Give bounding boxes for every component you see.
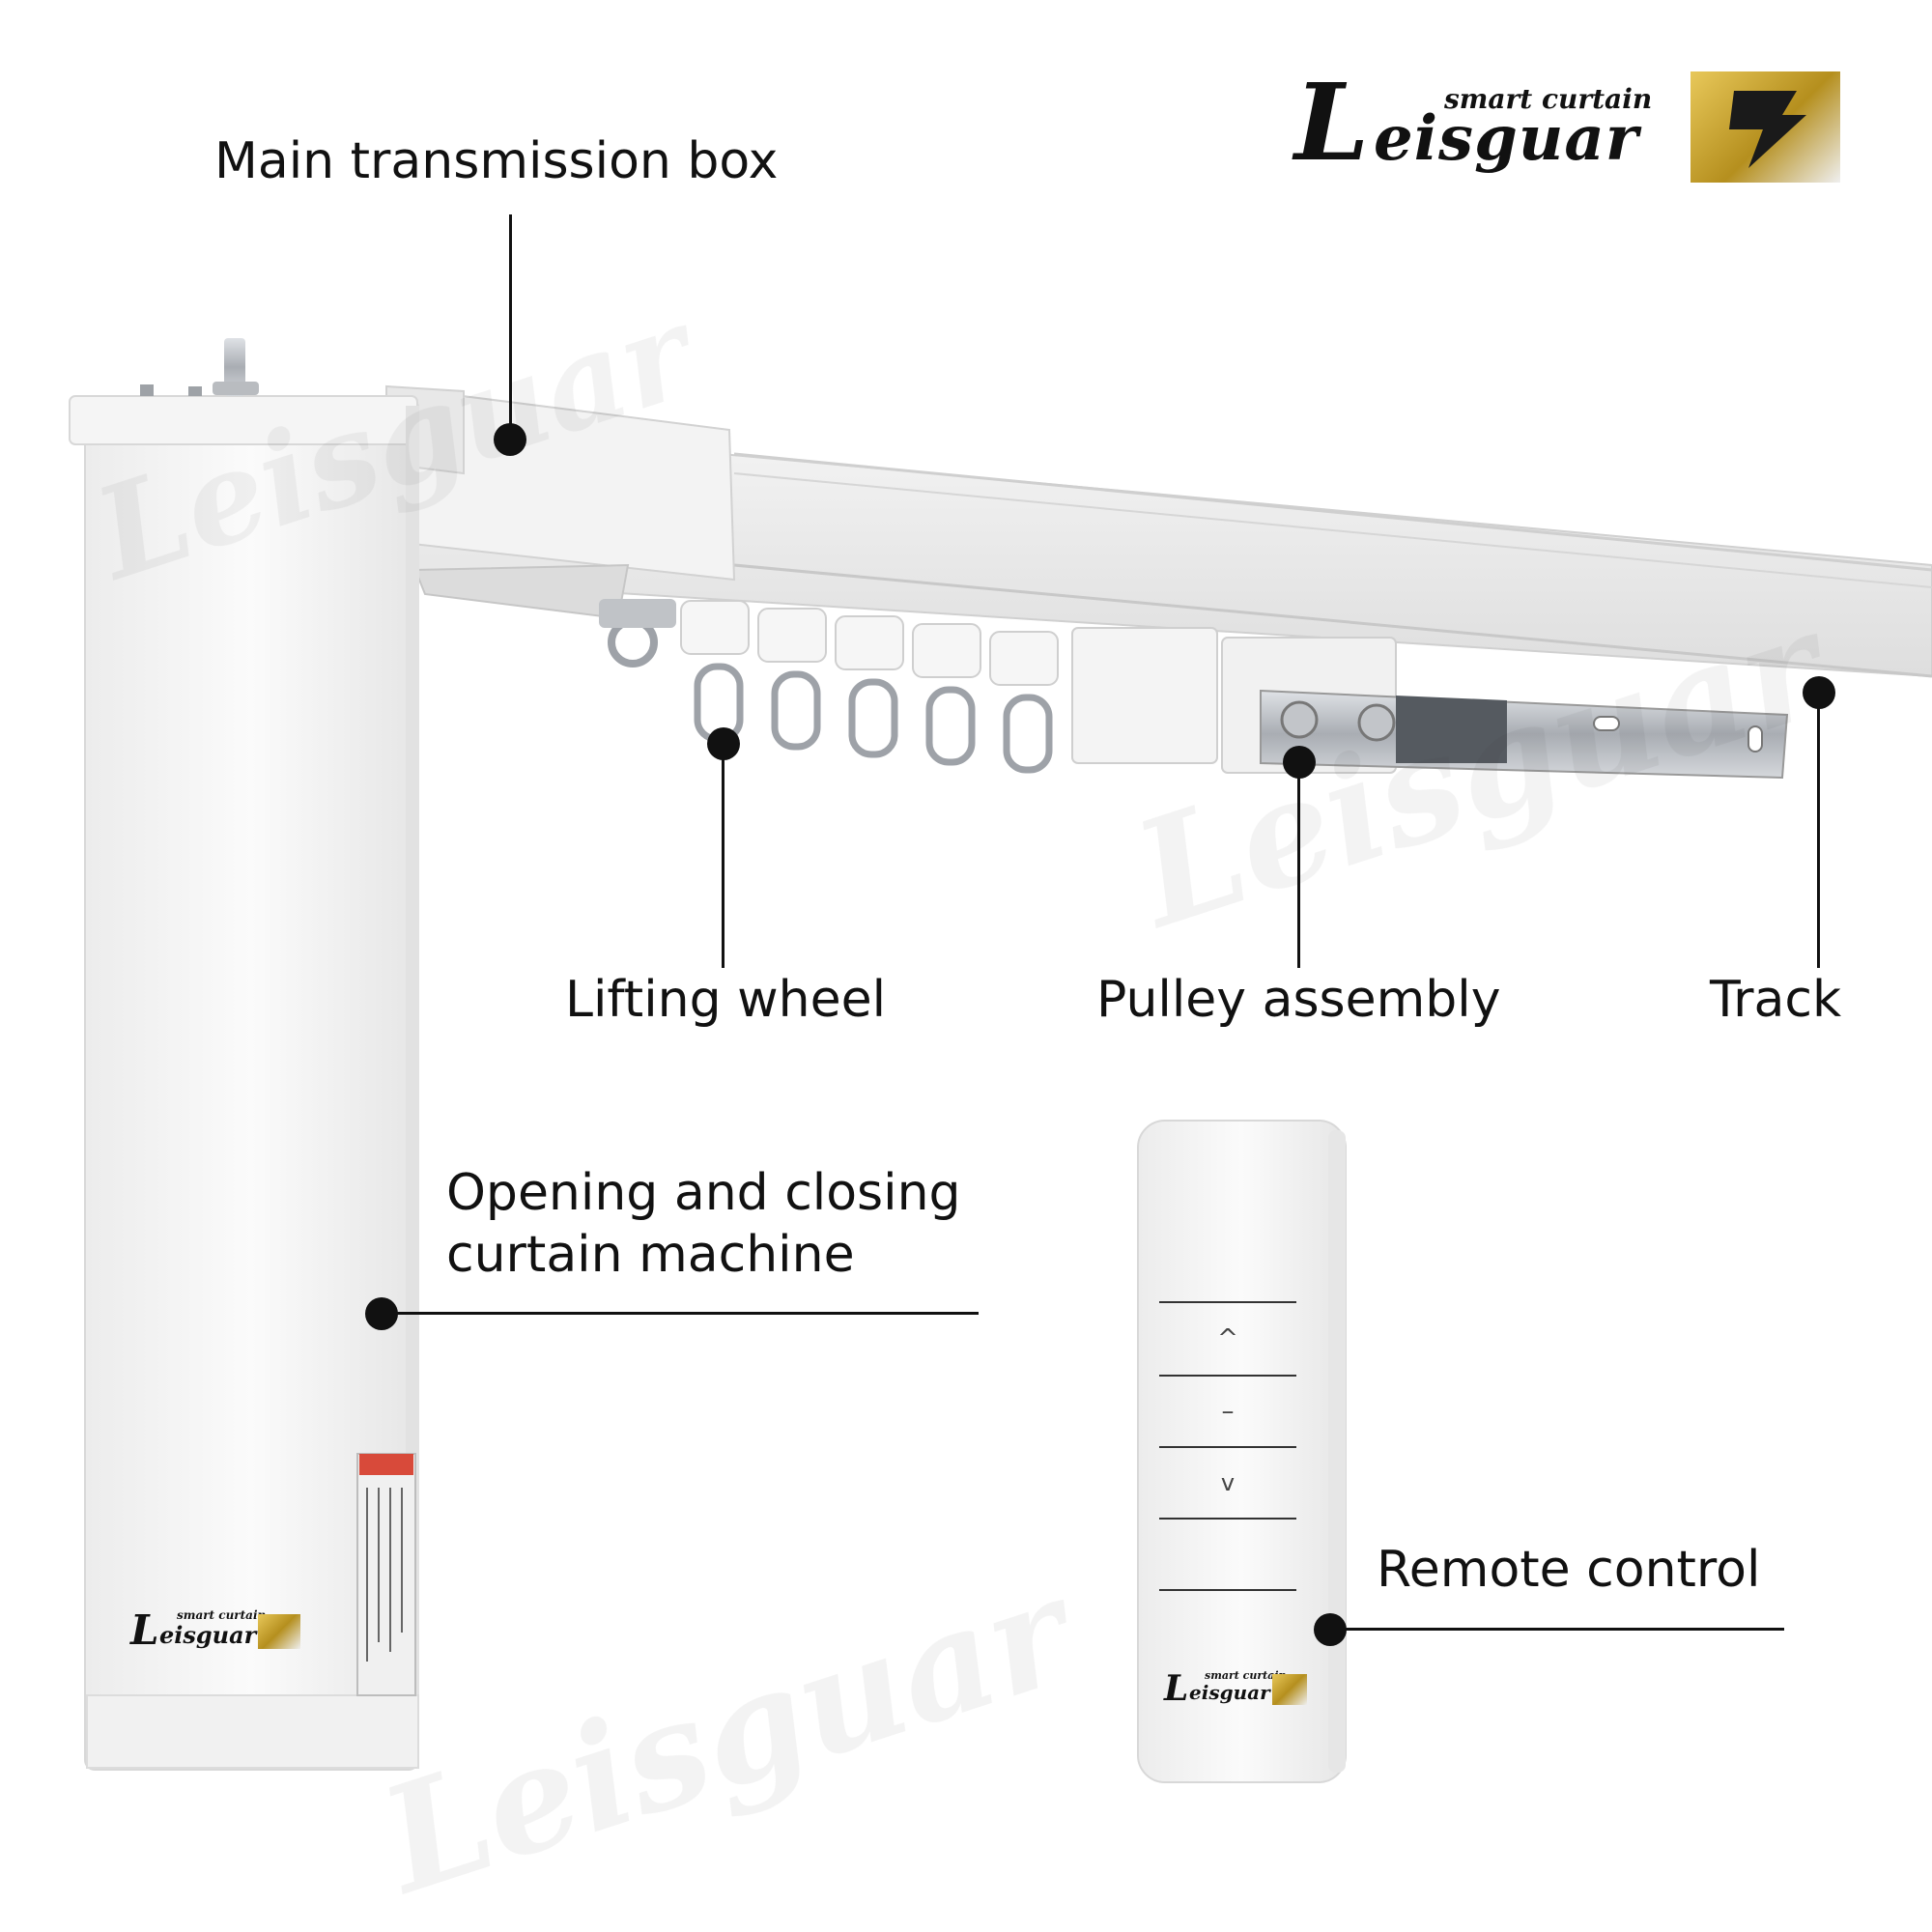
leader-pulley-assembly — [1297, 762, 1300, 968]
pulley-assembly — [1071, 627, 1789, 780]
leader-main-transmission-box — [509, 214, 512, 439]
motor-logo: smart curtain L eisguar — [130, 1608, 314, 1657]
label-track: Track — [1710, 971, 1842, 1029]
remote-up-button[interactable]: ^ — [1159, 1304, 1296, 1374]
label-opening-closing-line2: curtain machine — [446, 1226, 855, 1284]
chevron-up-icon: ^ — [1217, 1324, 1238, 1353]
chevron-down-icon: v — [1220, 1469, 1236, 1496]
brand-name: eisguar — [1374, 102, 1639, 175]
label-pulley-assembly: Pulley assembly — [1096, 971, 1501, 1029]
label-opening-closing-line1: Opening and closing — [446, 1164, 961, 1222]
remote-logo-mark-icon — [1272, 1674, 1307, 1705]
motor-logo-tagline: smart curtain — [177, 1608, 267, 1622]
remote-logo: smart curtain L eisguar — [1164, 1669, 1319, 1714]
track-rail — [405, 423, 1932, 678]
motor-logo-initial: L — [130, 1606, 159, 1654]
label-remote-control: Remote control — [1377, 1541, 1761, 1599]
remote-logo-initial: L — [1164, 1668, 1189, 1709]
motor-logo-mark-icon — [258, 1614, 300, 1649]
leader-lifting-wheel — [722, 744, 724, 968]
lifting-wheel-hooks — [599, 599, 1059, 774]
remote-stop-button[interactable]: – — [1159, 1378, 1296, 1445]
remote-logo-name: eisguar — [1189, 1681, 1270, 1704]
leader-remote-control — [1330, 1628, 1784, 1631]
remote-control-body — [1137, 1120, 1347, 1783]
label-main-transmission-box: Main transmission box — [214, 132, 779, 190]
remote-down-button[interactable]: v — [1159, 1449, 1296, 1517]
leader-opening-closing-machine — [382, 1312, 979, 1315]
stop-icon: – — [1221, 1397, 1235, 1426]
brand-logo: smart curtain L eisguar — [1294, 70, 1845, 185]
motor-unit — [69, 338, 419, 1771]
brand-initial: L — [1294, 60, 1370, 185]
remote-logo-tagline: smart curtain — [1205, 1669, 1287, 1682]
marker-main-transmission-box — [494, 423, 526, 456]
leader-track — [1817, 693, 1820, 968]
brand-tagline: smart curtain — [1444, 83, 1653, 115]
label-lifting-wheel: Lifting wheel — [565, 971, 887, 1029]
svg-text:Leisguar: Leisguar — [360, 1543, 1098, 1927]
motor-logo-name: eisguar — [159, 1621, 257, 1649]
brand-mark-icon — [1690, 71, 1840, 183]
